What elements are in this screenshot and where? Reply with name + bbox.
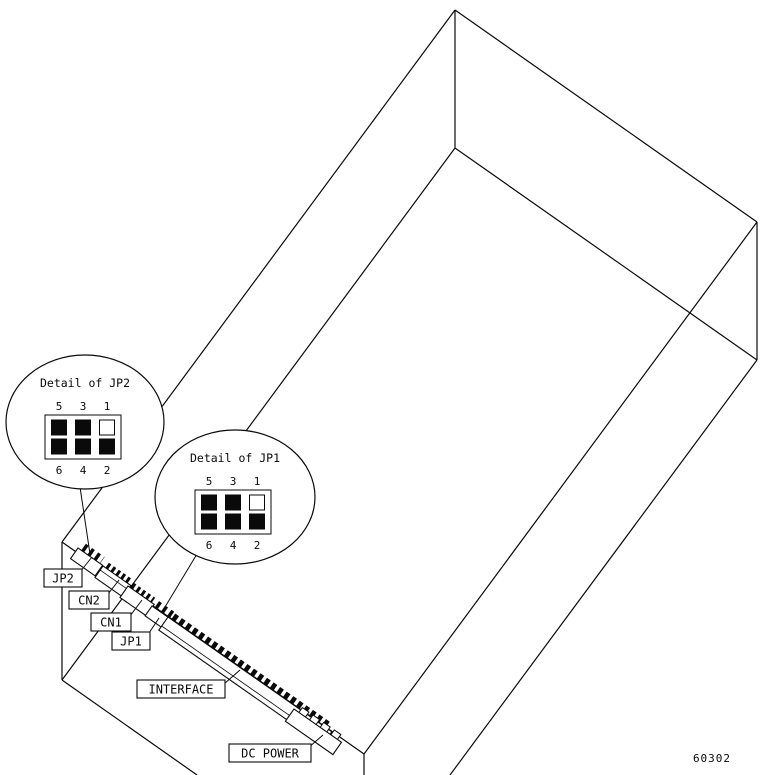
callout-interface: INTERFACE: [136, 669, 241, 699]
callout-cn1: CN1: [90, 599, 143, 632]
jumper-cell: [99, 419, 115, 436]
jp2-body: [69, 547, 104, 577]
detail-jp2-leader-line: [79, 486, 91, 555]
pin-number: 1: [254, 475, 261, 488]
figure-number: 60302: [693, 752, 731, 765]
label-box: [228, 743, 312, 763]
pin-number: 3: [80, 400, 87, 413]
pin-number: 4: [80, 464, 87, 477]
drive-wireframe: [61, 9, 758, 775]
label-box: [111, 631, 151, 651]
callout-jp1: JP1: [111, 617, 160, 651]
jumper-cell: [51, 419, 67, 436]
dc-power-connector: [284, 706, 343, 756]
interface-pins: [171, 613, 333, 730]
label-box: [68, 590, 110, 610]
pin-number: 5: [206, 475, 213, 488]
connectors: [69, 543, 343, 756]
jumper-cell: [201, 513, 217, 530]
jumper-cell: [75, 419, 91, 436]
jumper-cell: [99, 438, 115, 455]
callout-jp2-label: JP2: [52, 572, 74, 586]
pin-number: 6: [56, 464, 63, 477]
label-box: [136, 679, 226, 699]
jumper-cell: [75, 438, 91, 455]
pin-number: 3: [230, 475, 237, 488]
pin-number: 1: [104, 400, 111, 413]
jumper-cell: [225, 513, 241, 530]
label-box: [43, 568, 83, 588]
leader-line: [223, 669, 241, 685]
pin-number: 5: [56, 400, 63, 413]
callout-interface-label: INTERFACE: [148, 683, 213, 697]
detail-jp1-balloon: Detail of JP1 5 3 1 6 4 2: [154, 429, 316, 565]
label-box: [90, 612, 132, 632]
jumper-cell: [249, 494, 265, 511]
jumper-cell: [225, 494, 241, 511]
callout-cn2-label: CN2: [78, 594, 100, 608]
cn2-detail-line: [99, 569, 129, 590]
balloon-leaders: [79, 486, 201, 613]
pin-number: 4: [230, 539, 237, 552]
cn2-pins: [105, 562, 132, 584]
jumper-cell: [201, 494, 217, 511]
callout-jp1-label: JP1: [120, 635, 142, 649]
pin-number: 2: [254, 539, 261, 552]
leader-line: [129, 599, 143, 617]
callout-cn1-label: CN1: [100, 616, 122, 630]
detail-jp2-title: Detail of JP2: [40, 376, 130, 390]
detail-jp2-balloon: Detail of JP2 5 3 1 6 4 2: [5, 354, 165, 490]
pin-number: 6: [206, 539, 213, 552]
callout-dc-power-label: DC POWER: [241, 747, 300, 761]
pin-number: 2: [104, 464, 111, 477]
callout-cn2: CN2: [68, 579, 120, 610]
jumper-cell: [51, 438, 67, 455]
callout-dc-power: DC POWER: [228, 734, 324, 763]
drive-outline-edges: [61, 9, 758, 775]
detail-jp1-leader-line: [161, 548, 201, 613]
leader-line: [107, 579, 120, 595]
jp2-connector: [69, 543, 105, 577]
callouts: JP2 CN2 CN1 JP1 INTERFACE DC POWER: [43, 556, 324, 763]
dc-power-body: [284, 708, 343, 756]
detail-jp1-title: Detail of JP1: [190, 451, 280, 465]
callout-jp2: JP2: [43, 556, 93, 588]
cn1-pins: [130, 582, 156, 603]
jumper-cell: [249, 513, 265, 530]
